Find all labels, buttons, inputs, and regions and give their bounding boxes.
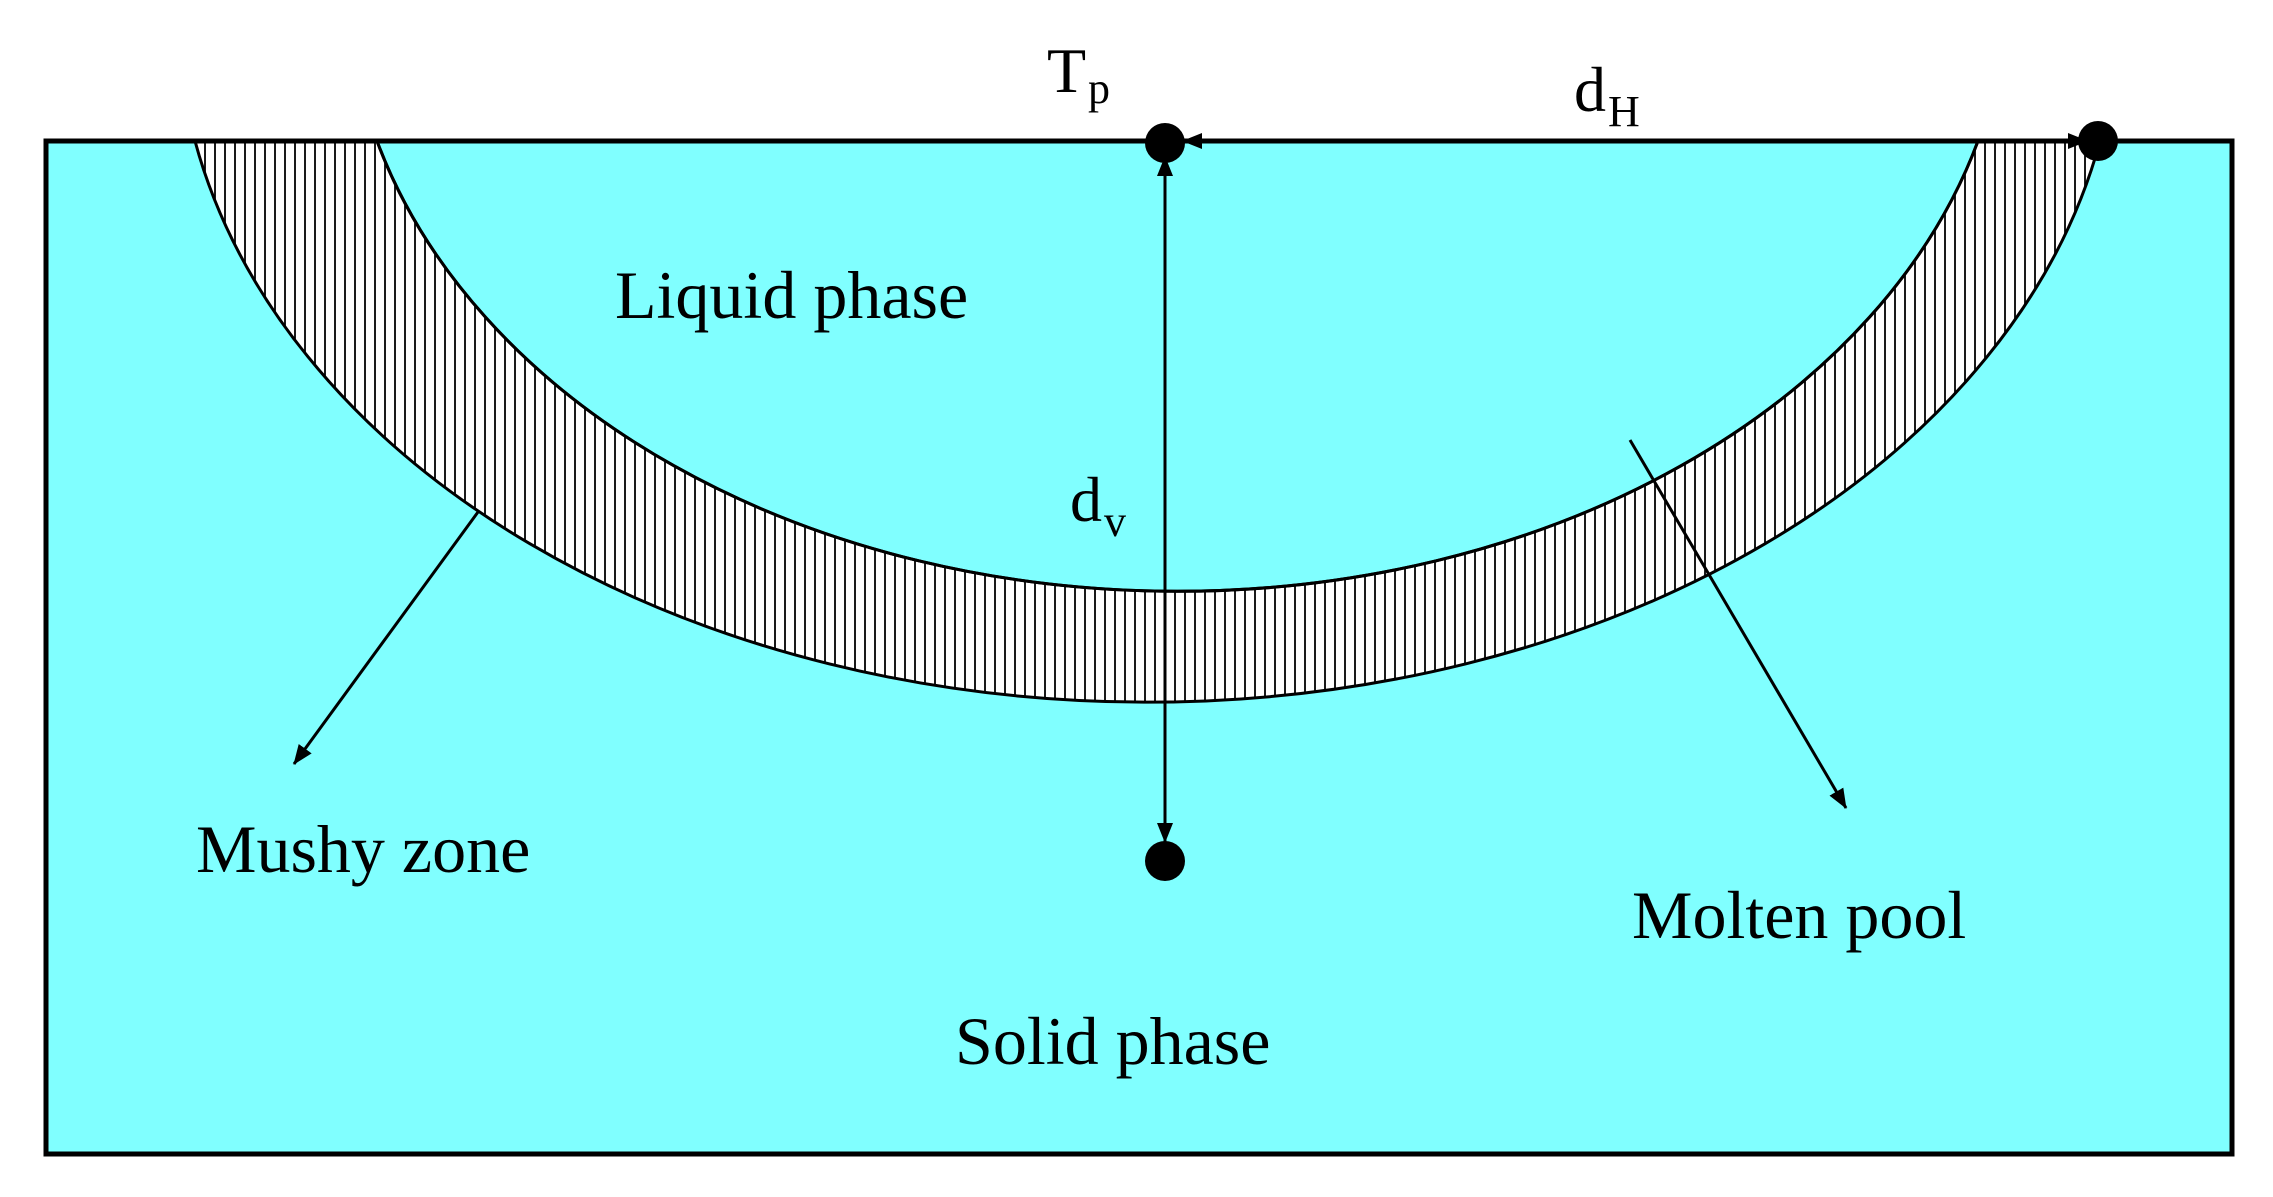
- liquid-boundary-arc: [375, 140, 1980, 593]
- solid-phase-label: Solid phase: [955, 1003, 1270, 1079]
- dh-symbol: d H: [1574, 54, 1640, 136]
- molten-pool-pointer-arrow: [1628, 439, 1848, 809]
- dh-symbol-base: d: [1574, 54, 1606, 125]
- pool-edge-point: [2078, 121, 2118, 161]
- dv-symbol-base: d: [1070, 464, 1102, 535]
- dh-symbol-subscript: H: [1608, 87, 1640, 136]
- tp-symbol: T p: [1047, 35, 1110, 113]
- mushy-zone-pointer-arrow: [292, 511, 480, 765]
- liquid-phase-label: Liquid phase: [615, 257, 968, 333]
- dv-symbol: d v: [1070, 464, 1126, 546]
- mushy-zone-label: Mushy zone: [196, 811, 530, 887]
- tp-peak-point: [1145, 123, 1185, 163]
- dv-symbol-subscript: v: [1104, 497, 1126, 546]
- tp-symbol-subscript: p: [1088, 64, 1110, 113]
- tp-symbol-base: T: [1047, 35, 1086, 106]
- pool-bottom-point: [1145, 841, 1185, 881]
- molten-pool-label: Molten pool: [1632, 877, 1966, 953]
